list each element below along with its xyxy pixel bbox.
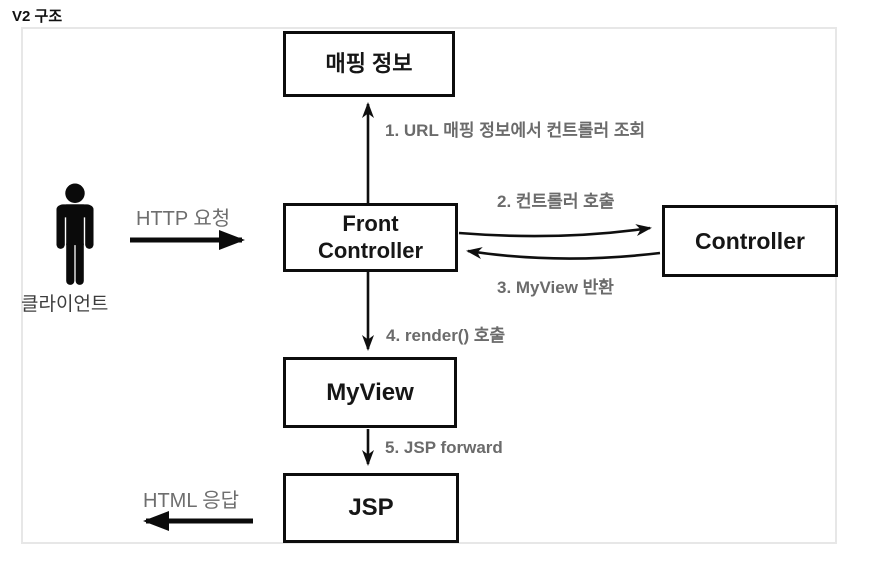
- node-mapping-info-label: 매핑 정보: [325, 50, 413, 76]
- http-request-label: HTTP 요청: [136, 208, 231, 230]
- flow-label-step3: 3. MyView 반환: [497, 278, 614, 297]
- diagram-frame: [21, 27, 837, 544]
- flow-label-step2: 2. 컨트롤러 호출: [497, 192, 615, 211]
- html-response-label: HTML 응답: [143, 490, 240, 512]
- flow-label-step4: 4. render() 호출: [386, 326, 506, 345]
- node-mapping-info: 매핑 정보: [283, 31, 455, 97]
- node-controller-label: Controller: [695, 227, 805, 254]
- node-controller: Controller: [662, 205, 838, 277]
- node-myview-label: MyView: [326, 378, 414, 406]
- flow-label-step1: 1. URL 매핑 정보에서 컨트롤러 조회: [385, 121, 646, 140]
- page-title: V2 구조: [12, 8, 63, 25]
- flow-label-step5: 5. JSP forward: [385, 438, 503, 457]
- node-front-controller: Front Controller: [283, 203, 458, 272]
- client-person-icon: [56, 183, 94, 285]
- client-label: 클라이언트: [21, 294, 109, 315]
- node-jsp-label: JSP: [348, 494, 394, 522]
- node-front-controller-label: Front Controller: [317, 210, 424, 263]
- node-myview: MyView: [283, 357, 457, 428]
- node-jsp: JSP: [283, 473, 459, 543]
